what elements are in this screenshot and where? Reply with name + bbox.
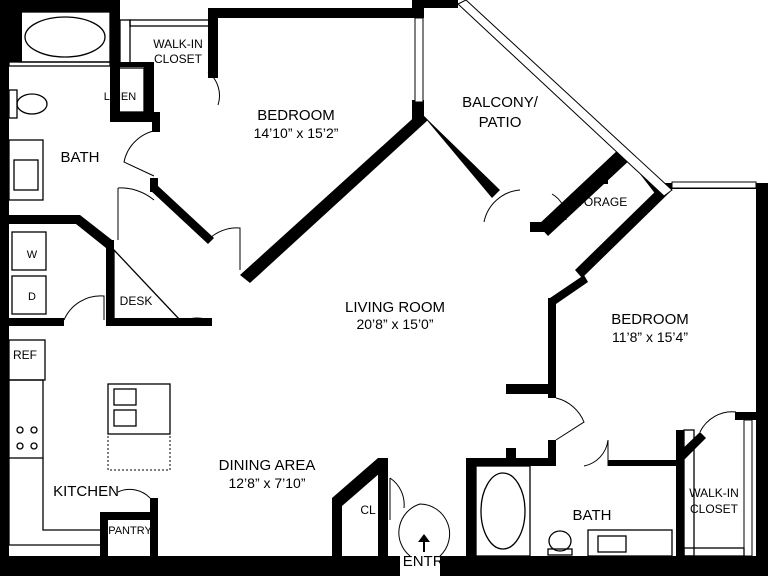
washer-icon — [11, 231, 47, 271]
balcony-line1: BALCONY/ — [462, 94, 539, 111]
living-room-name: LIVING ROOM — [345, 299, 445, 316]
entry-label: ENTRY — [403, 553, 454, 570]
walkin-closet-1-line1: WALK-IN — [153, 37, 203, 51]
labels: BEDROOM 14’10” x 15’2” WALK-IN CLOSET LI… — [13, 37, 739, 570]
tub-icon — [24, 16, 106, 58]
storage-label: STORAGE — [569, 195, 627, 209]
sink-icon — [597, 535, 627, 553]
washer-label: W — [27, 249, 38, 261]
walkin-closet-2-line2: CLOSET — [690, 502, 739, 516]
walkin-closet-2-line1: WALK-IN — [689, 486, 739, 500]
cl-label: CL — [360, 503, 376, 517]
pantry-label: PANTRY — [108, 525, 152, 537]
dryer-icon — [11, 275, 47, 315]
dining-area-size: 12’8” x 7’10” — [228, 475, 305, 491]
ref-label: REF — [13, 348, 37, 362]
bath-1-label: BATH — [61, 149, 100, 166]
toilet-icon — [8, 89, 48, 119]
sink-icon — [13, 159, 39, 191]
fixtures — [8, 11, 745, 557]
tub-icon — [480, 472, 526, 550]
door-swings — [63, 71, 737, 557]
dining-area-name: DINING AREA — [219, 457, 316, 474]
bedroom-1-name: BEDROOM — [257, 107, 335, 124]
bedroom-2-name: BEDROOM — [611, 311, 689, 328]
living-room-size: 20’8” x 15’0” — [356, 316, 433, 332]
bath-2-label: BATH — [573, 507, 612, 524]
linen-label: LINEN — [104, 91, 136, 103]
bedroom-1-size: 14’10” x 15’2” — [254, 125, 339, 141]
windows — [414, 0, 757, 557]
toilet-icon — [547, 530, 573, 556]
balcony-line2: PATIO — [479, 114, 522, 131]
range-icon — [16, 426, 38, 450]
bedroom-2-size: 11’8” x 15’4” — [612, 329, 688, 345]
kitchen-label: KITCHEN — [53, 483, 119, 500]
arrow-up-icon — [418, 534, 430, 552]
walkin-closet-1-line2: CLOSET — [154, 52, 203, 66]
desk-label: DESK — [120, 294, 153, 308]
dryer-label: D — [28, 291, 36, 303]
